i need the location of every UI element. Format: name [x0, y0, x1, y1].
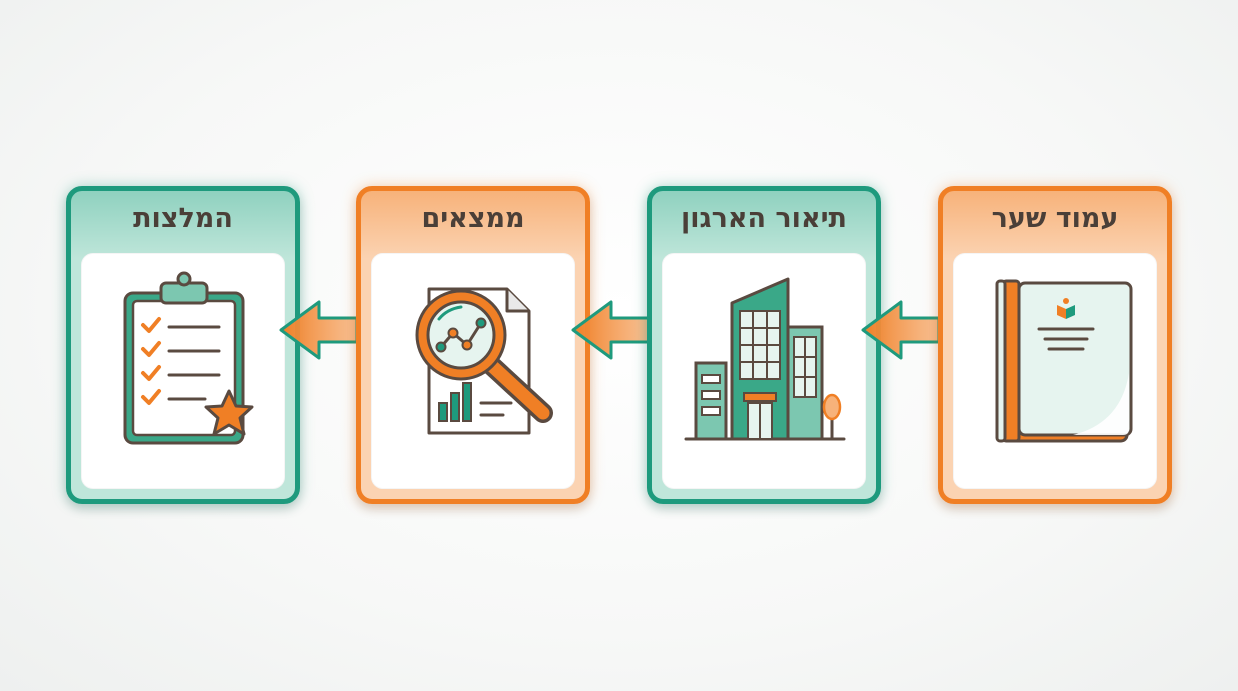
flow-arrow-left-icon [279, 300, 359, 360]
flow-arrow-left-icon [861, 300, 941, 360]
magnifier-chart-icon [415, 287, 553, 435]
step-card-organization: תיאור הארגון [647, 186, 881, 504]
step-card-findings: ממצאים [356, 186, 590, 504]
book-cover-icon [995, 279, 1133, 443]
step-card-recommendations: המלצות [66, 186, 300, 504]
step-title: המלצות [133, 203, 233, 234]
step-card-cover-page: עמוד שער [938, 186, 1172, 504]
step-panel [371, 253, 575, 489]
clipboard-checklist-icon [123, 271, 254, 445]
flow-arrow-left-icon [571, 300, 651, 360]
office-building-icon [684, 277, 846, 441]
step-title: ממצאים [421, 203, 525, 234]
step-title: תיאור הארגון [680, 203, 848, 234]
step-panel [662, 253, 866, 489]
step-panel [953, 253, 1157, 489]
step-title: עמוד שער [991, 203, 1119, 234]
step-panel [81, 253, 285, 489]
